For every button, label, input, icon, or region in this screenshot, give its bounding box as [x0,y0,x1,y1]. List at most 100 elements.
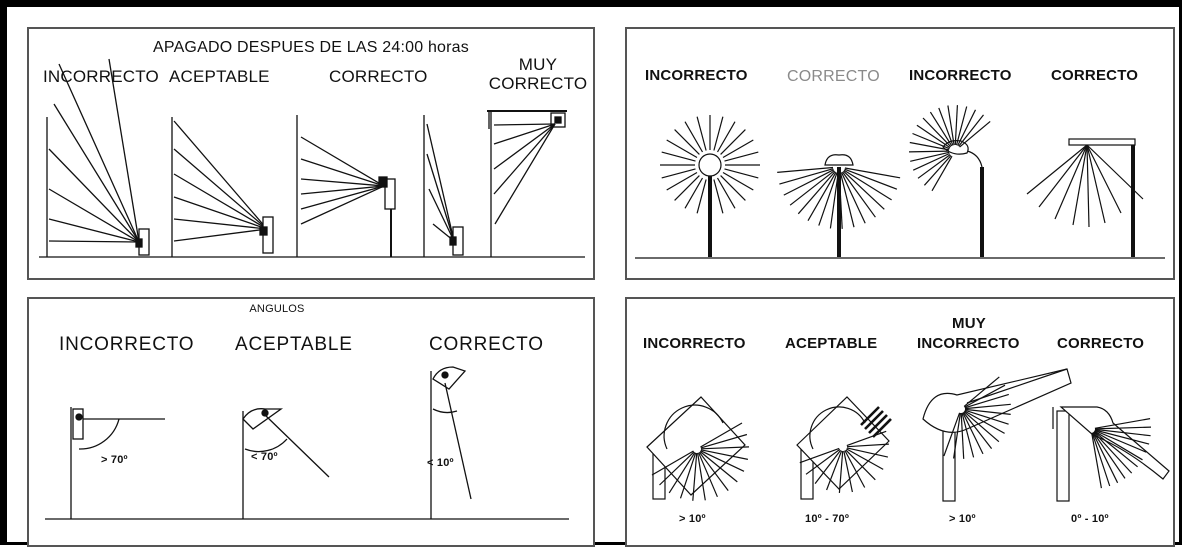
light-ray [953,412,961,459]
angle-label-2: < 70º [251,451,278,463]
light-ray [954,105,958,146]
light-ray [713,179,724,214]
light-ray [724,168,759,179]
fixture-5-rays [493,123,556,225]
light-ray [910,151,950,162]
light-ray [846,447,889,458]
panel1-title: APAGADO DESPUES DE LAS 24:00 horas [153,39,469,56]
tilt-fixture-1-rays [651,422,750,501]
light-ray [1094,430,1143,461]
panel3-label-correct: CORRECTO [429,334,544,355]
light-ray [845,449,876,481]
light-ray [789,170,835,206]
light-ray [698,451,729,491]
light-ray [720,129,746,155]
light-ray [964,403,1011,410]
light-ray [722,171,754,191]
light-ray [846,448,884,470]
cobra-lamp-rays [908,105,991,192]
panel-street-lamps: INCORRECTO CORRECTO INCORRECTO CORRECTO [625,27,1175,280]
panel1-very-line2: CORRECTO [488,74,588,93]
shaded-lamp-rays [777,166,901,229]
tilt-angle-label-2: 10º - 70º [805,513,850,525]
light-ray [840,172,866,224]
light-ray [962,411,993,449]
light-ray [661,151,696,162]
light-ray [674,129,700,155]
fixture-4-rays [426,123,455,242]
light-ray [961,412,975,458]
light-ray [964,384,1006,408]
light-ray [713,116,724,151]
light-ray [846,430,887,447]
light-ray [661,168,696,179]
light-ray [839,172,855,228]
light-ray [844,167,901,179]
light-ray [1094,418,1151,429]
light-ray [842,171,876,218]
light-ray [684,177,704,209]
panel4-very-line2: INCORRECTO [917,335,1020,352]
tilt-angle-label-4: 0º - 10º [1071,513,1109,525]
light-ray [697,452,706,501]
light-ray [1092,432,1119,484]
light-ray [1092,431,1126,479]
light-ray [1094,429,1147,453]
light-ray [826,450,843,491]
panel3-label-acceptable: ACEPTABLE [235,334,353,355]
light-ray [674,175,700,201]
light-ray [716,177,736,209]
light-ray [964,393,1009,409]
light-ray [931,155,953,192]
fixture-1-rays [48,58,140,243]
globe-lamp-rays [660,115,760,215]
light-ray [962,412,984,455]
light-ray [846,443,889,448]
light-ray [843,450,853,493]
light-ray [805,448,841,475]
panel2-label-1: INCORRECTO [645,67,748,84]
light-ray [698,452,718,498]
light-ray [1091,432,1111,487]
panel1-label-correct: CORRECTO [329,67,428,86]
panel2-label-2: CORRECTO [787,68,880,85]
light-ray [922,117,952,148]
light-ray [797,171,836,215]
light-ray [923,155,952,186]
panel1-label-incorrect: INCORRECTO [43,67,159,86]
light-ray [651,450,694,476]
light-ray [964,410,1005,434]
angle-label-3: < 10º [427,457,454,469]
light-ray [929,111,953,147]
street-lamp-drawing [635,105,1165,259]
light-ray [700,422,743,448]
light-ray [947,105,955,146]
light-ray [1094,429,1150,445]
light-ray [938,107,954,146]
light-ray [943,412,961,457]
light-ray [917,154,951,179]
light-ray [779,168,834,185]
panel4-very-line1: MUY [952,315,986,332]
light-ray [957,109,977,146]
light-ray [807,171,837,221]
panel3-label-incorrect: INCORRECTO [59,334,195,355]
light-ray [912,132,950,150]
light-ray [959,120,991,148]
panel2-label-3: INCORRECTO [909,67,1012,84]
light-ray [699,451,738,483]
light-ray [843,169,892,201]
light-ray [818,172,838,226]
light-ray [844,450,866,488]
light-ray [1093,431,1138,468]
angle-label-1: > 70º [101,454,128,466]
light-ray [696,116,707,151]
tilt-angle-label-1: > 10º [679,513,706,525]
tilt-fixture-3-rays [943,376,1011,459]
fixture-2-rays [173,120,268,242]
light-ray [838,450,844,493]
light-ray [912,152,950,171]
angles-drawing [45,366,569,520]
light-ray [909,141,950,151]
